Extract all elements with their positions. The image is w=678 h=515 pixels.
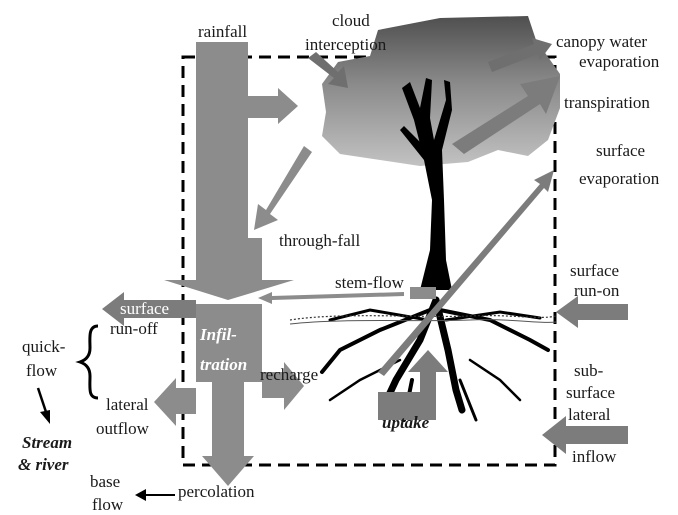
- lateral-outflow-arrow: [154, 378, 196, 426]
- label-surface-runon-1: surface: [570, 261, 619, 280]
- label-percolation: percolation: [178, 482, 255, 501]
- quickflow-brace: [80, 326, 98, 398]
- label-lateral-outflow-2: outflow: [96, 419, 150, 438]
- label-lateral-outflow-1: lateral: [106, 395, 149, 414]
- percolation-arrow: [202, 382, 254, 486]
- label-quickflow-1: quick-: [22, 337, 66, 356]
- label-rainfall: rainfall: [198, 22, 247, 41]
- label-cloud-interception-1: cloud: [332, 11, 370, 30]
- label-recharge: recharge: [260, 365, 318, 384]
- label-stream-river-2: & river: [18, 455, 69, 474]
- quickflow-to-stream-arrow: [38, 388, 46, 412]
- label-stem-flow: stem-flow: [335, 273, 405, 292]
- label-subsurface-inflow-1: sub-: [574, 361, 604, 380]
- throughfall-arrow: [254, 146, 312, 230]
- label-transpiration: transpiration: [564, 93, 650, 112]
- label-subsurface-inflow-3: lateral: [568, 405, 611, 424]
- label-base-flow-2: flow: [92, 495, 124, 514]
- label-subsurface-inflow-2: surface: [566, 383, 615, 402]
- label-surface-runoff-2: run-off: [110, 319, 158, 338]
- percolation-to-baseflow-arrowhead: [135, 489, 146, 501]
- stem-flow-arrow: [258, 292, 404, 304]
- quickflow-to-stream-arrowhead: [40, 410, 50, 424]
- label-through-fall: through-fall: [279, 231, 360, 250]
- label-quickflow-2: flow: [26, 361, 58, 380]
- label-surface-runoff-1: surface: [120, 299, 169, 318]
- label-canopy-water-evaporation-1: canopy water: [556, 32, 647, 51]
- surface-runon-arrow: [556, 296, 628, 328]
- label-surface-runon-2: run-on: [574, 281, 620, 300]
- surface-evaporation-arrow: [378, 170, 554, 376]
- label-stream-river-1: Stream: [22, 433, 72, 452]
- label-subsurface-inflow-4: inflow: [572, 447, 617, 466]
- label-canopy-water-evaporation-2: evaporation: [579, 52, 660, 71]
- label-base-flow-1: base: [90, 472, 120, 491]
- label-cloud-interception-2: interception: [305, 35, 387, 54]
- label-surface-evaporation-1: surface: [596, 141, 645, 160]
- label-surface-evaporation-2: evaporation: [579, 169, 660, 188]
- stem-collar: [410, 287, 436, 299]
- label-infiltration-1: Infil-: [199, 325, 237, 344]
- label-infiltration-2: tration: [200, 355, 247, 374]
- label-uptake: uptake: [382, 413, 430, 432]
